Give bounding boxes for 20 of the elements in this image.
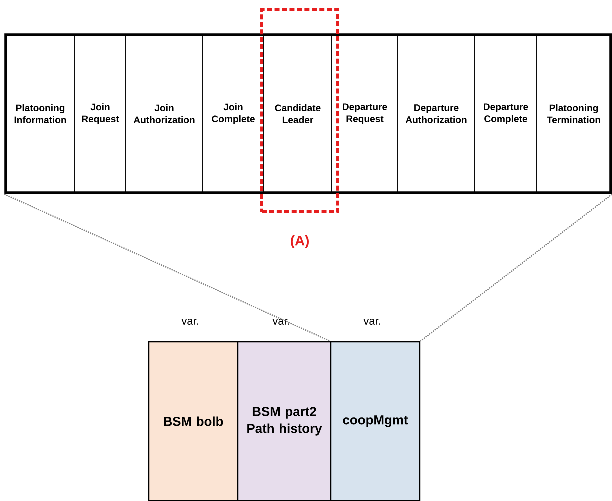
message-cell: Join Request [74, 34, 126, 194]
message-cell: Candidate Leader [264, 34, 332, 194]
message-cell: Join Complete [202, 34, 264, 194]
size-label: var. [180, 318, 200, 326]
field-box: BSM bolb [148, 341, 239, 501]
size-label: var. [272, 318, 292, 326]
message-cell: Departure Authorization [398, 34, 476, 194]
zoom-line [420, 194, 612, 342]
message-cell: Platooning Information [6, 34, 76, 194]
message-cell: Platooning Termination [536, 34, 612, 194]
callout-label: (A) [291, 236, 309, 248]
field-box: coopMgmt [330, 341, 421, 501]
message-cell: Join Authorization [126, 34, 204, 194]
message-cell: Departure Request [332, 34, 398, 194]
message-cell: Departure Complete [474, 34, 538, 194]
field-box: BSM part2 Path history [237, 341, 332, 501]
message-strip [4, 34, 612, 194]
zoom-line [4, 194, 331, 342]
highlight-box [260, 8, 340, 214]
size-label: var. [362, 318, 382, 326]
